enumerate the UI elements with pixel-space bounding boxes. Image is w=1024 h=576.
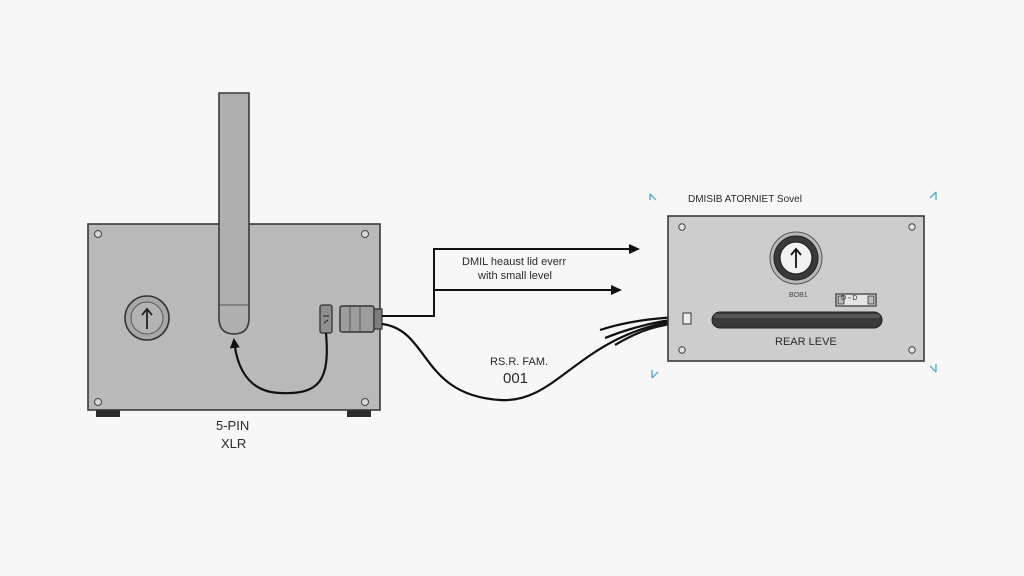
signal-lines — [382, 244, 640, 317]
xlr-connector — [339, 305, 383, 333]
xlr-pin-label: 5-PIN — [216, 418, 250, 433]
antenna — [218, 92, 250, 335]
fader-label: REAR LEVE — [775, 336, 837, 348]
rear-level-fader[interactable] — [711, 311, 883, 329]
cable-annotation-line1: RS.R. FAM. — [490, 356, 549, 368]
input-jack — [682, 312, 692, 325]
left-device-screws — [94, 230, 369, 406]
right-device-title: DMISIB ATORNIET Sovel — [688, 194, 802, 205]
right-device — [649, 191, 937, 379]
right-device-screws — [678, 223, 916, 354]
small-button[interactable] — [835, 293, 877, 307]
level-knob[interactable] — [769, 231, 823, 285]
up-arrow-icon — [790, 247, 802, 268]
upper-annotation-line2: with small level — [478, 270, 552, 282]
antenna-cable — [229, 332, 328, 395]
left-device-foot-left — [96, 408, 120, 417]
cable-annotation-line2: 001 — [503, 370, 529, 387]
corner-marks — [649, 191, 937, 379]
left-power-button[interactable] — [124, 295, 170, 341]
upper-annotation-line1: DMIL heaust lid everr — [462, 256, 567, 268]
knob-caption: BOB1 — [789, 292, 808, 299]
left-device — [87, 92, 383, 417]
xlr-output-line — [382, 244, 640, 317]
up-arrow-icon — [141, 307, 153, 329]
left-device-foot-right — [347, 408, 371, 417]
xlr-type-label: XLR — [221, 436, 247, 451]
button-caption: D ▫ D — [841, 295, 858, 302]
small-jack-connector — [319, 304, 333, 334]
